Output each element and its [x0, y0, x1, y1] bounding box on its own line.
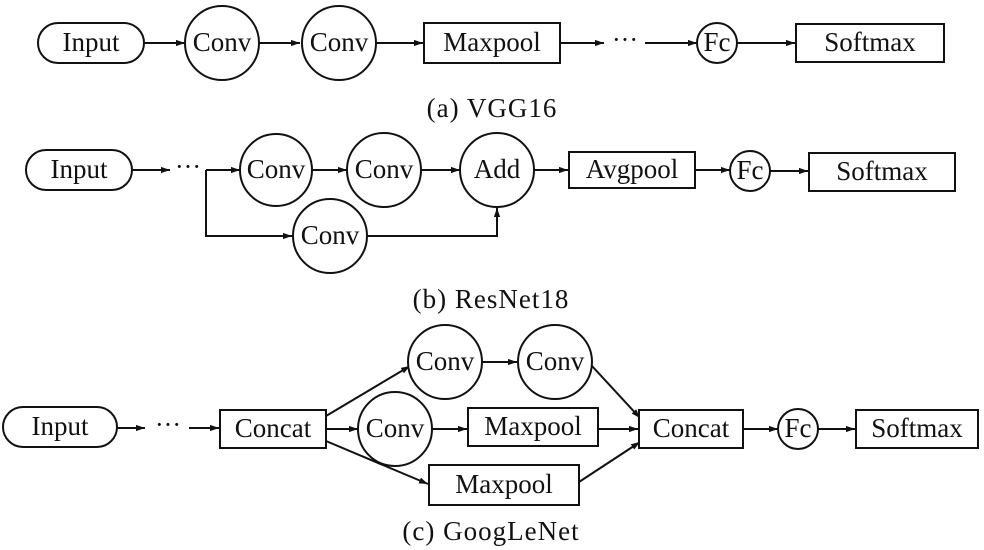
googlenet-branch-edge: [325, 365, 411, 417]
resnet-shortcut-edge: [205, 170, 292, 240]
resnet-fc-label: Fc: [737, 155, 764, 185]
resnet-conv-shortcut-label: Conv: [301, 220, 360, 250]
resnet-softmax-node: [808, 152, 956, 192]
resnet-shortcut-merge-edge: [367, 208, 501, 237]
resnet18-diagram: Input ··· Conv Conv Add Conv Avgpool Fc …: [25, 132, 956, 314]
vgg-maxpool-node: [423, 22, 561, 64]
resnet-conv2-label: Conv: [355, 154, 414, 184]
resnet-softmax-label: Softmax: [836, 156, 928, 186]
googlenet-conv-top2-label: Conv: [526, 346, 585, 376]
googlenet-merge-edge: [578, 441, 641, 483]
googlenet-concat2-label: Concat: [653, 413, 730, 443]
googlenet-maxpool-mid-node: [467, 407, 599, 447]
vgg-caption: (a) VGG16: [427, 93, 558, 123]
googlenet-concat1-node: [219, 409, 327, 449]
googlenet-conv-top2-node: [517, 324, 593, 400]
vgg-maxpool-label: Maxpool: [443, 27, 541, 57]
resnet-input-label: Input: [51, 154, 108, 184]
googlenet-fc-label: Fc: [785, 413, 812, 443]
googlenet-maxpool-bottom-node: [428, 464, 580, 506]
vgg16-diagram: Input Conv Conv Maxpool ··· Fc Softmax (…: [37, 5, 945, 123]
googlenet-branch-edge: [325, 440, 429, 485]
vgg-ellipsis: ···: [612, 25, 638, 54]
googlenet-caption: (c) GoogLeNet: [402, 516, 579, 546]
googlenet-conv-top1-label: Conv: [416, 346, 475, 376]
vgg-softmax-node: [795, 23, 945, 63]
googlenet-ellipsis: ···: [155, 410, 181, 439]
googlenet-concat1-label: Concat: [235, 413, 312, 443]
googlenet-conv-mid-label: Conv: [366, 413, 425, 443]
vgg-fc-label: Fc: [704, 27, 731, 57]
resnet-add-label: Add: [474, 154, 521, 184]
vgg-conv1-label: Conv: [193, 27, 252, 57]
resnet-avgpool-node: [568, 151, 696, 189]
googlenet-maxpool-bottom-label: Maxpool: [455, 469, 553, 499]
resnet-caption: (b) ResNet18: [413, 284, 570, 314]
vgg-softmax-label: Softmax: [824, 27, 916, 57]
googlenet-softmax-node: [855, 409, 979, 449]
resnet-ellipsis: ···: [175, 152, 201, 181]
vgg-input-label: Input: [63, 27, 120, 57]
googlenet-merge-edge: [591, 365, 641, 419]
googlenet-input-label: Input: [32, 411, 89, 441]
googlenet-diagram: Input ··· Concat Conv Conv Conv Maxpool …: [2, 324, 979, 546]
resnet-avgpool-label: Avgpool: [586, 154, 679, 184]
googlenet-maxpool-mid-label: Maxpool: [484, 411, 582, 441]
googlenet-concat2-node: [638, 409, 744, 449]
googlenet-softmax-label: Softmax: [871, 413, 963, 443]
resnet-conv1-label: Conv: [247, 154, 306, 184]
vgg-conv2-label: Conv: [310, 27, 369, 57]
